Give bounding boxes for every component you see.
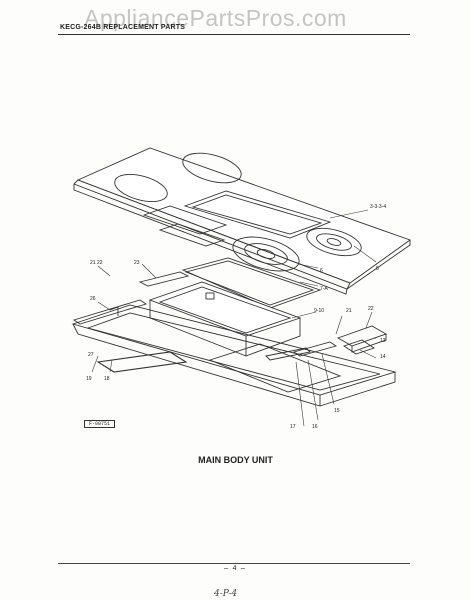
burner-box bbox=[148, 281, 302, 357]
callout-14: 14 bbox=[380, 354, 386, 360]
callout-18: 18 bbox=[104, 376, 110, 382]
figure-id-box: F-00751 bbox=[84, 420, 116, 428]
callout-16: 16 bbox=[312, 424, 318, 430]
bracket-23 bbox=[138, 271, 190, 287]
callout-7-a: 7-A bbox=[320, 286, 328, 292]
callout-labels: 3-3-3-4 5 6 7-A 9-10 21 22 13 14 15 16 1… bbox=[86, 204, 386, 430]
footer-rule bbox=[58, 563, 410, 564]
callout-19: 19 bbox=[86, 376, 92, 382]
callout-3-3-3-4: 3-3-3-4 bbox=[370, 204, 386, 210]
header-rule bbox=[58, 34, 410, 35]
callout-17: 17 bbox=[290, 424, 296, 430]
callout-27: 27 bbox=[88, 352, 94, 358]
callout-9-10: 9-10 bbox=[314, 308, 324, 314]
leader-lines bbox=[91, 209, 377, 427]
callout-5: 5 bbox=[376, 266, 379, 272]
callout-21-22-left: 21 22 bbox=[90, 260, 103, 266]
bottom-pan bbox=[71, 304, 397, 407]
watermark: AppliancePartsPros.com bbox=[84, 5, 347, 31]
figure-caption: MAIN BODY UNIT bbox=[198, 455, 273, 465]
page-header-title: KECG-264B REPLACEMENT PARTS bbox=[60, 24, 186, 31]
bracket-13-14 bbox=[336, 325, 388, 355]
callout-26: 26 bbox=[90, 296, 96, 302]
bracket-15-16 bbox=[265, 341, 338, 361]
page-number: — 4 — bbox=[224, 565, 246, 573]
callout-15: 15 bbox=[334, 408, 340, 414]
callout-6: 6 bbox=[320, 268, 323, 274]
gasket-frame bbox=[181, 257, 322, 309]
callout-21: 21 bbox=[346, 308, 352, 314]
callout-13: 13 bbox=[380, 338, 386, 344]
callout-22: 22 bbox=[368, 306, 374, 312]
cooktop-panel bbox=[73, 147, 411, 295]
handwritten-note: 4-P-4 bbox=[214, 589, 238, 599]
callout-23: 23 bbox=[134, 260, 140, 266]
